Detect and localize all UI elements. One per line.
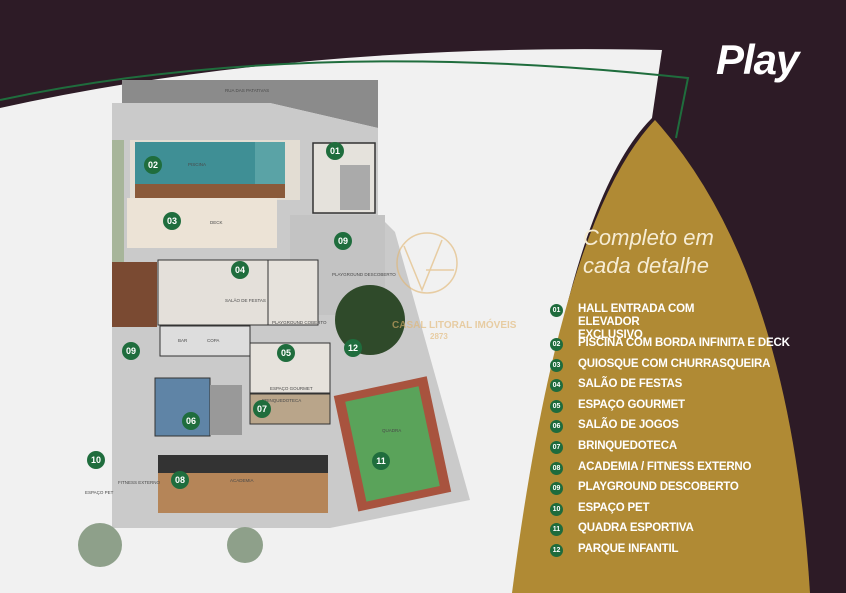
- legend-label: PLAYGROUND DESCOBERTO: [578, 481, 739, 494]
- marker-07: 07: [253, 400, 271, 418]
- covered-playground-label: PLAYGROUND COBERTO: [272, 320, 327, 325]
- marker-01: 01: [326, 142, 344, 160]
- copa-label: COPA: [207, 338, 220, 343]
- legend-item: 06 SALÃO DE JOGOS: [550, 419, 790, 440]
- legend-label: SALÃO DE JOGOS: [578, 419, 679, 432]
- party-label: SALÃO DE FESTAS: [225, 298, 266, 303]
- marker-05: 05: [277, 344, 295, 362]
- legend-label: ESPAÇO GOURMET: [578, 398, 685, 411]
- street-label: RUA DAS PATATIVAS: [225, 88, 270, 93]
- bar-label: BAR: [178, 338, 188, 343]
- legend-label: QUADRA ESPORTIVA: [578, 522, 694, 535]
- pool-label: PISCINA: [188, 162, 207, 167]
- marker-03: 03: [163, 212, 181, 230]
- watermark-phone: 2873: [430, 332, 448, 341]
- marker-10: 10: [87, 451, 105, 469]
- subtitle-line-2: cada detalhe: [583, 253, 709, 278]
- legend-item: 12 PARQUE INFANTIL: [550, 543, 790, 564]
- legend-number: 06: [550, 420, 563, 434]
- marker-09: 09: [334, 232, 352, 250]
- gourmet-label: ESPAÇO GOURMET: [270, 386, 313, 391]
- legend-number: 03: [550, 358, 563, 372]
- legend-item: 03 QUIOSQUE COM CHURRASQUEIRA: [550, 358, 790, 379]
- deck-area: [127, 198, 277, 248]
- legend-label: PARQUE INFANTIL: [578, 542, 679, 555]
- marker-02: 02: [144, 156, 162, 174]
- open-playground-label: PLAYGROUND DESCOBERTO: [332, 272, 396, 277]
- legend-label: BRINQUEDOTECA: [578, 439, 677, 452]
- street: [122, 80, 378, 128]
- legend-item: 01 HALL ENTRADA COM ELEVADOR EXCLUSIVO: [550, 303, 790, 341]
- legend-label: SALÃO DE FESTAS: [578, 378, 683, 391]
- legend-label: ACADEMIA / FITNESS EXTERNO: [578, 460, 752, 473]
- marker-04: 04: [231, 261, 249, 279]
- legend-number: 10: [550, 502, 563, 516]
- legend-number: 08: [550, 461, 563, 475]
- legend-label: HALL ENTRADA COM ELEVADOR EXCLUSIVO: [578, 303, 695, 341]
- party-hall: [157, 259, 269, 326]
- marker-08: 08: [171, 471, 189, 489]
- subtitle-line-1: Completo em: [583, 225, 714, 250]
- playground-mound: [335, 285, 405, 355]
- marker-12: 12: [344, 339, 362, 357]
- green-accent-line: [0, 60, 690, 139]
- garden-strip: [112, 140, 124, 300]
- legend-item: 02 PISCINA COM BORDA INFINITA E DECK: [550, 337, 790, 358]
- page-title: Play: [716, 36, 799, 83]
- legend-number: 12: [550, 543, 563, 557]
- legend-label: PISCINA COM BORDA INFINITA E DECK: [578, 337, 790, 349]
- fitness-label: FITNESS EXTERNO: [118, 480, 161, 485]
- marker-11: 11: [372, 452, 390, 470]
- legend-item: 05 ESPAÇO GOURMET: [550, 399, 790, 420]
- legend-number: 02: [550, 338, 563, 351]
- pet-label: ESPAÇO PET: [85, 490, 114, 495]
- games-room: [154, 377, 211, 437]
- gold-leaf: [512, 120, 810, 593]
- legend-item: 08 ACADEMIA / FITNESS EXTERNO: [550, 461, 790, 482]
- legend-item: 11 QUADRA ESPORTIVA: [550, 522, 790, 543]
- legend-label: ESPAÇO PET: [578, 501, 650, 514]
- marker-09b: 09: [122, 342, 140, 360]
- amenities-legend: 01 HALL ENTRADA COM ELEVADOR EXCLUSIVO 02…: [550, 303, 790, 564]
- legend-item: 09 PLAYGROUND DESCOBERTO: [550, 481, 790, 502]
- legend-number: 09: [550, 482, 563, 496]
- legend-number: 01: [550, 304, 563, 317]
- legend-number: 07: [550, 440, 563, 454]
- marker-06: 06: [182, 412, 200, 430]
- bbq-deck: [112, 262, 157, 327]
- court-label: QUADRA: [382, 428, 402, 433]
- watermark-logo-icon: [396, 232, 458, 294]
- subtitle: Completo em cada detalhe: [583, 224, 714, 280]
- legend-number: 05: [550, 399, 563, 413]
- gym-label: ACADEMIA: [230, 478, 254, 483]
- deck-label: DECK: [210, 220, 223, 225]
- watermark-brand: CASAL LITORAL IMÓVEIS: [392, 320, 517, 331]
- legend-number: 04: [550, 379, 563, 393]
- toyroom-label: BRINQUEDOTECA: [262, 398, 302, 403]
- legend-number: 11: [550, 523, 563, 537]
- legend-item: 04 SALÃO DE FESTAS: [550, 378, 790, 399]
- legend-item: 10 ESPAÇO PET: [550, 502, 790, 523]
- legend-label: QUIOSQUE COM CHURRASQUEIRA: [578, 357, 771, 370]
- legend-item: 07 BRINQUEDOTECA: [550, 440, 790, 461]
